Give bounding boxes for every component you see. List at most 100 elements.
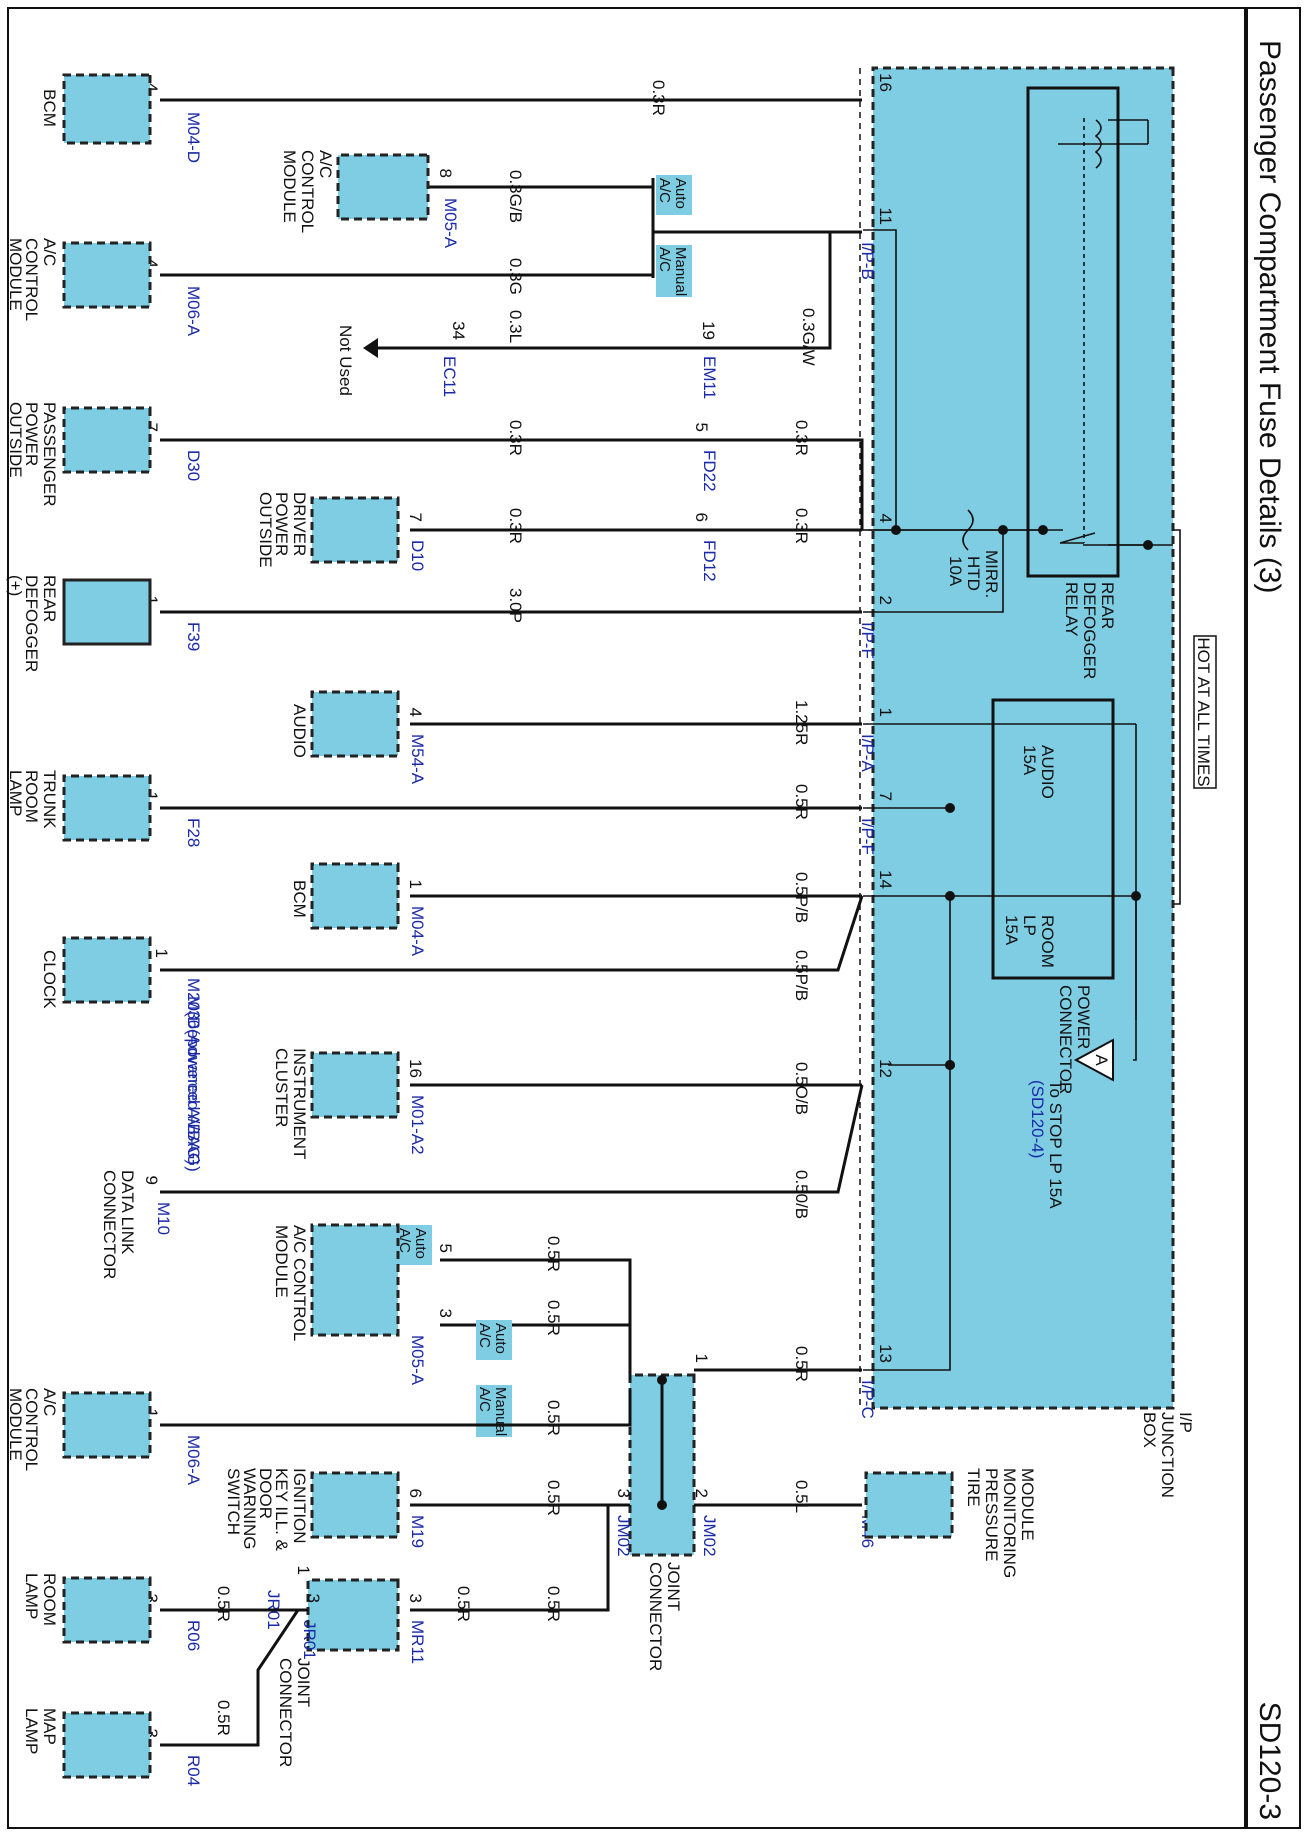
ipc-feed [863,1065,951,1371]
pin-9: 9 [142,1176,161,1185]
ipb-feed [863,229,897,530]
wire-map-lamp [160,1609,300,1747]
pin-4: 4 [142,83,161,92]
defogger-label: REAR DEFOGGER (+) [6,575,59,677]
conn-ipf: I/P-F [858,622,877,659]
page-frame [7,7,1301,1829]
room-lamp [62,1576,152,1644]
conn-f28: F28 [184,818,203,847]
conn-ec11: EC11 [440,356,459,397]
ac-ctrl-a-label: A/C CONTROL MODULE [280,150,335,237]
trunk-label: TRUNK ROOM LAMP [6,770,59,833]
wire-mr11 [410,1505,610,1612]
pin-5b: 5 [436,1244,455,1253]
conn-m06a: M06-A [184,286,203,337]
page-code: SD120-3 [1253,1702,1286,1820]
ac-ctrl-c-label: A/C CONTROL MODULE [6,1388,59,1475]
pin-34: 34 [449,321,468,340]
ign-key-label: IGNITION KEY ILL. & DOOR WARNING SWITCH [224,1468,309,1556]
wire-label-w03gw: 0.3G/W [799,308,818,366]
ac-ctrl-m-label: A/C CONTROL MODULE [6,238,59,325]
stop-text: To STOP LP 15A [1046,1080,1065,1209]
junction-box-label: I/P JUNCTION BOX [1140,1412,1195,1503]
pass-mirror-label: PASSENGER POWER OUTSIDE [6,402,59,511]
ac-control-module-b [310,1223,400,1337]
tpms-module [864,1471,954,1539]
audio-fuse-label: AUDIO 15A [1020,745,1057,804]
wire-label-w03r-5: 0.3R [506,508,525,544]
wire-label-w05r-1: 0.5R [792,784,811,820]
pin-4c: 4 [876,514,895,523]
passenger-mirror [62,406,152,474]
conn-m04d: M04-D [184,112,203,163]
pin-1b: 1 [876,708,895,717]
map-lamp [62,1711,152,1779]
conn-jr01-a: JR01 [300,1620,319,1660]
power-connector [991,698,1115,980]
conn-d30: D30 [184,450,203,481]
auto-ac-tag-2 [396,1225,432,1265]
conn-m10: M10 [154,1202,173,1235]
pin-1e: 1 [152,949,171,958]
wire-label-w03l: 0.3L [506,310,525,343]
relay-contact-2 [1059,532,1096,544]
pin-2: 2 [876,596,895,605]
conn-m01a2: M01-A2 [408,1095,427,1155]
pin-13: 13 [876,1344,895,1363]
conn-ipa: I/P-A [858,734,877,772]
hot-bracket [1174,529,1181,905]
wire-pass-mirror [160,438,864,530]
wire-label-w05r-9: 0.5R [214,1586,233,1622]
wire-label-w03r-2: 0.3R [792,420,811,456]
rear-defogger [62,578,152,646]
wire-label-w05r-2: 0.5R [792,1346,811,1382]
conn-m19: M19 [408,1515,427,1548]
power-connector-label: POWER CONNECTOR [1056,985,1093,1094]
relay-label: REAR DEFOGGER RELAY [1062,582,1117,684]
conn-r04: R04 [184,1755,203,1786]
wire-label-w05r-5: 0.5R [544,1400,563,1436]
wire-label-w03gb: 0.3G/B [506,170,525,223]
map-lamp-label: MAP LAMP [22,1708,59,1754]
joint-connector-jr01 [306,1578,400,1652]
bcm2-label: BCM [290,880,309,918]
wire-label-w050ob: 0.50/B [792,1170,811,1219]
junction-dot [945,1060,955,1070]
pin-12: 12 [876,1059,895,1078]
bcm-module-2 [310,862,400,930]
pin-6: 6 [692,513,711,522]
wire-ac-b-3 [440,1323,632,1380]
wire-label-w125r: 1.25R [792,700,811,745]
wire-label-w03r-1: 0.3R [649,80,668,116]
wire-em11 [373,232,832,350]
wire-label-w05l: 0.5L [792,1480,811,1513]
pin-1i: 1 [294,1566,313,1575]
conn-jm02-2: JM02 [614,1515,633,1557]
wire-label-w05r-4: 0.5R [544,1300,563,1336]
wire-label-w05r-8: 0.5R [454,1586,473,1622]
ip-junction-box [871,66,1175,1410]
pin-16b: 16 [406,1059,425,1078]
trunk-room-lamp [62,774,152,842]
wire-label-w03r-4: 0.3R [792,508,811,544]
pin-3c: 3 [406,1594,425,1603]
instrument-cluster [310,1051,400,1119]
conn-mr11: MR11 [408,1620,427,1664]
diagram-title: Passenger Compartment Fuse Details (3) [1253,40,1286,594]
ac-control-module-c [62,1391,152,1459]
conn-fd12: FD12 [700,540,719,582]
pin-3b: 3 [614,1489,633,1498]
wire-label-w30p: 3.0P [506,588,525,623]
tpms-label: TIRE PRESSURE MONITORING MODULE [964,1468,1037,1583]
conn-m36: M36(Advanced A/BAG) [184,996,203,1172]
joint-connector-label: JOINT CONNECTOR [646,1562,683,1671]
clock-unit [62,936,152,1004]
wire-label-w03r-3: 0.3R [506,420,525,456]
manual-ac-text-1: Manual A/C [656,247,689,300]
wire-label-w05pb-2: 0.5P/B [792,950,811,1001]
clock-label: CLOCK [40,950,59,1009]
conn-r06: R06 [184,1620,203,1651]
defogger-feed [863,530,1004,613]
conn-m54a: M54-A [408,734,427,785]
